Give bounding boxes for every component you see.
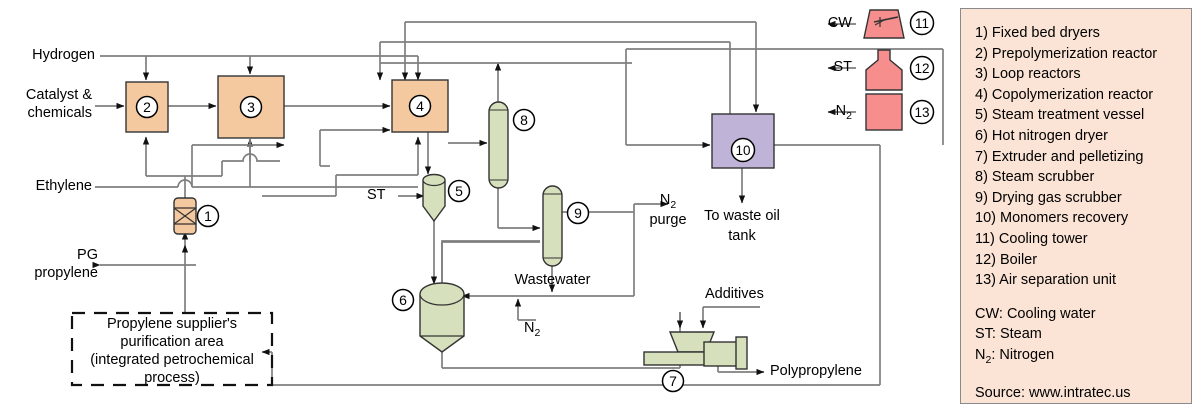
label-hydrogen: Hydrogen xyxy=(32,47,95,63)
tag-13: 13 xyxy=(909,99,935,125)
svg-text:8: 8 xyxy=(520,112,528,128)
label-catalyst-line2: chemicals xyxy=(27,105,92,121)
label-additives: Additives xyxy=(705,286,764,302)
legend-panel: 1) Fixed bed dryers 2) Prepolymerization… xyxy=(960,8,1192,404)
equipment-2-prepolymerization-reactor[interactable]: 2 xyxy=(125,81,169,133)
label-waste-oil-line1: To waste oil xyxy=(704,208,780,224)
line-recycle-band-b xyxy=(376,41,731,123)
offsite-line-1: Propylene supplier's xyxy=(106,316,238,332)
legend-item: 6) Hot nitrogen dryer xyxy=(975,127,1108,144)
legend-spacer xyxy=(975,291,1191,304)
label-wastewater: Wastewater xyxy=(514,272,591,288)
svg-text:11: 11 xyxy=(915,16,929,31)
line-scrubber8-to-9 xyxy=(497,188,541,232)
svg-text:4: 4 xyxy=(416,98,424,114)
legend-item: 8) Steam scrubber xyxy=(975,169,1095,186)
legend-item: 3) Loop reactors xyxy=(975,66,1081,83)
stream-ethylene xyxy=(95,138,418,188)
legend-item: 12) Boiler xyxy=(975,251,1038,268)
offsite-line-2: purification area xyxy=(120,334,224,350)
svg-text:5: 5 xyxy=(455,183,463,199)
legend-abbr-n2: N2: Nitrogen xyxy=(975,346,1055,366)
equipment-4-copolymerization-reactor[interactable]: 4 xyxy=(391,79,449,133)
legend-item: 11) Cooling tower xyxy=(975,230,1088,247)
line-steam-header xyxy=(262,136,422,197)
label-ethylene: Ethylene xyxy=(35,178,92,194)
tag-7: 7 xyxy=(661,369,685,393)
line-recycle-band-a xyxy=(401,21,760,113)
tag-6: 6 xyxy=(391,288,415,312)
tag-8: 8 xyxy=(512,108,536,132)
line-ethylene-to-loop xyxy=(191,141,285,187)
equipment-1-fixed-bed-dryer[interactable] xyxy=(173,197,197,235)
legend-item: 2) Prepolymerization reactor xyxy=(975,45,1158,62)
legend-abbr-cw: CW: Cooling water xyxy=(975,305,1096,322)
svg-text:10: 10 xyxy=(735,143,750,158)
tag-9: 9 xyxy=(566,201,590,225)
legend-item: 10) Monomers recovery xyxy=(975,210,1129,227)
offsite-line-4: process) xyxy=(144,370,200,386)
svg-text:2: 2 xyxy=(143,99,151,115)
label-n2-purge-line2: purge xyxy=(649,212,687,228)
tag-1: 1 xyxy=(196,204,220,228)
label-n2-purge-line1: N2 xyxy=(659,192,677,211)
legend-item: 4) Copolymerization reactor xyxy=(975,86,1154,103)
legend-item: 1) Fixed bed dryers xyxy=(975,25,1100,41)
equipment-9-drying-gas-scrubber[interactable] xyxy=(542,185,563,267)
legend-spacer-2 xyxy=(975,370,1191,383)
tag-11: 11 xyxy=(909,10,935,36)
line-additives xyxy=(699,306,760,329)
svg-text:12: 12 xyxy=(914,61,929,76)
label-nitrogen-utility: N2 xyxy=(835,103,852,122)
legend-abbr-st: ST: Steam xyxy=(975,326,1042,343)
offsite-propylene-purification-block xyxy=(70,311,274,387)
equipment-6-hot-nitrogen-dryer[interactable] xyxy=(419,282,465,353)
svg-text:3: 3 xyxy=(247,99,255,115)
label-waste-oil-line2: tank xyxy=(728,228,756,244)
label-pg-propylene-line2: propylene xyxy=(34,265,98,281)
label-cooling-water: CW xyxy=(827,15,852,31)
label-steam-utility: ST xyxy=(833,59,852,75)
tag-5: 5 xyxy=(447,179,471,203)
label-steam-to-vessel5: ST xyxy=(367,187,386,203)
line-n2-recycle-to-dryer6 xyxy=(461,212,635,300)
legend-item: 7) Extruder and pelletizing xyxy=(975,148,1144,165)
line-dryer-outlet xyxy=(142,136,222,199)
svg-text:6: 6 xyxy=(399,292,407,308)
offsite-line-3: (integrated petrochemical xyxy=(90,352,254,368)
label-n2-dryer: N2 xyxy=(524,320,541,339)
equipment-7-extruder-pelletizing[interactable] xyxy=(643,331,748,370)
equipment-11-cooling-tower[interactable] xyxy=(863,9,905,39)
legend-source: Source: www.intratec.us xyxy=(975,385,1131,402)
label-catalyst-line1: Catalyst & xyxy=(25,87,92,103)
legend-item-list: 1) Fixed bed dryers 2) Prepolymerization… xyxy=(975,23,1191,291)
label-polypropylene: Polypropylene xyxy=(770,363,862,379)
line-recovery-left-inlet xyxy=(625,48,944,149)
tag-12: 12 xyxy=(909,55,935,81)
legend-item: 5) Steam treatment vessel xyxy=(975,107,1145,124)
equipment-13-air-separation-unit[interactable] xyxy=(865,93,903,131)
equipment-3-loop-reactors[interactable]: 3 xyxy=(217,75,285,139)
svg-text:9: 9 xyxy=(574,205,582,221)
line-dryer-to-loop xyxy=(221,139,280,176)
legend-item: 9) Drying gas scrubber xyxy=(975,189,1122,206)
label-pg-propylene-line1: PG xyxy=(77,247,98,263)
equipment-12-boiler[interactable] xyxy=(865,49,903,91)
legend-item: 13) Air separation unit xyxy=(975,272,1117,289)
line-recovery-recycle-bottom xyxy=(261,144,881,386)
svg-text:13: 13 xyxy=(914,105,929,120)
equipment-10-monomers-recovery[interactable]: 10 xyxy=(711,113,775,169)
line-dryer6-gas xyxy=(441,240,540,283)
stream-hydrogen xyxy=(100,55,422,81)
svg-text:7: 7 xyxy=(669,373,677,389)
equipment-5-steam-treatment-vessel[interactable] xyxy=(422,173,446,223)
line-recycle-to-copoly xyxy=(319,126,391,167)
svg-text:1: 1 xyxy=(204,208,212,224)
equipment-8-steam-scrubber[interactable] xyxy=(488,101,509,189)
